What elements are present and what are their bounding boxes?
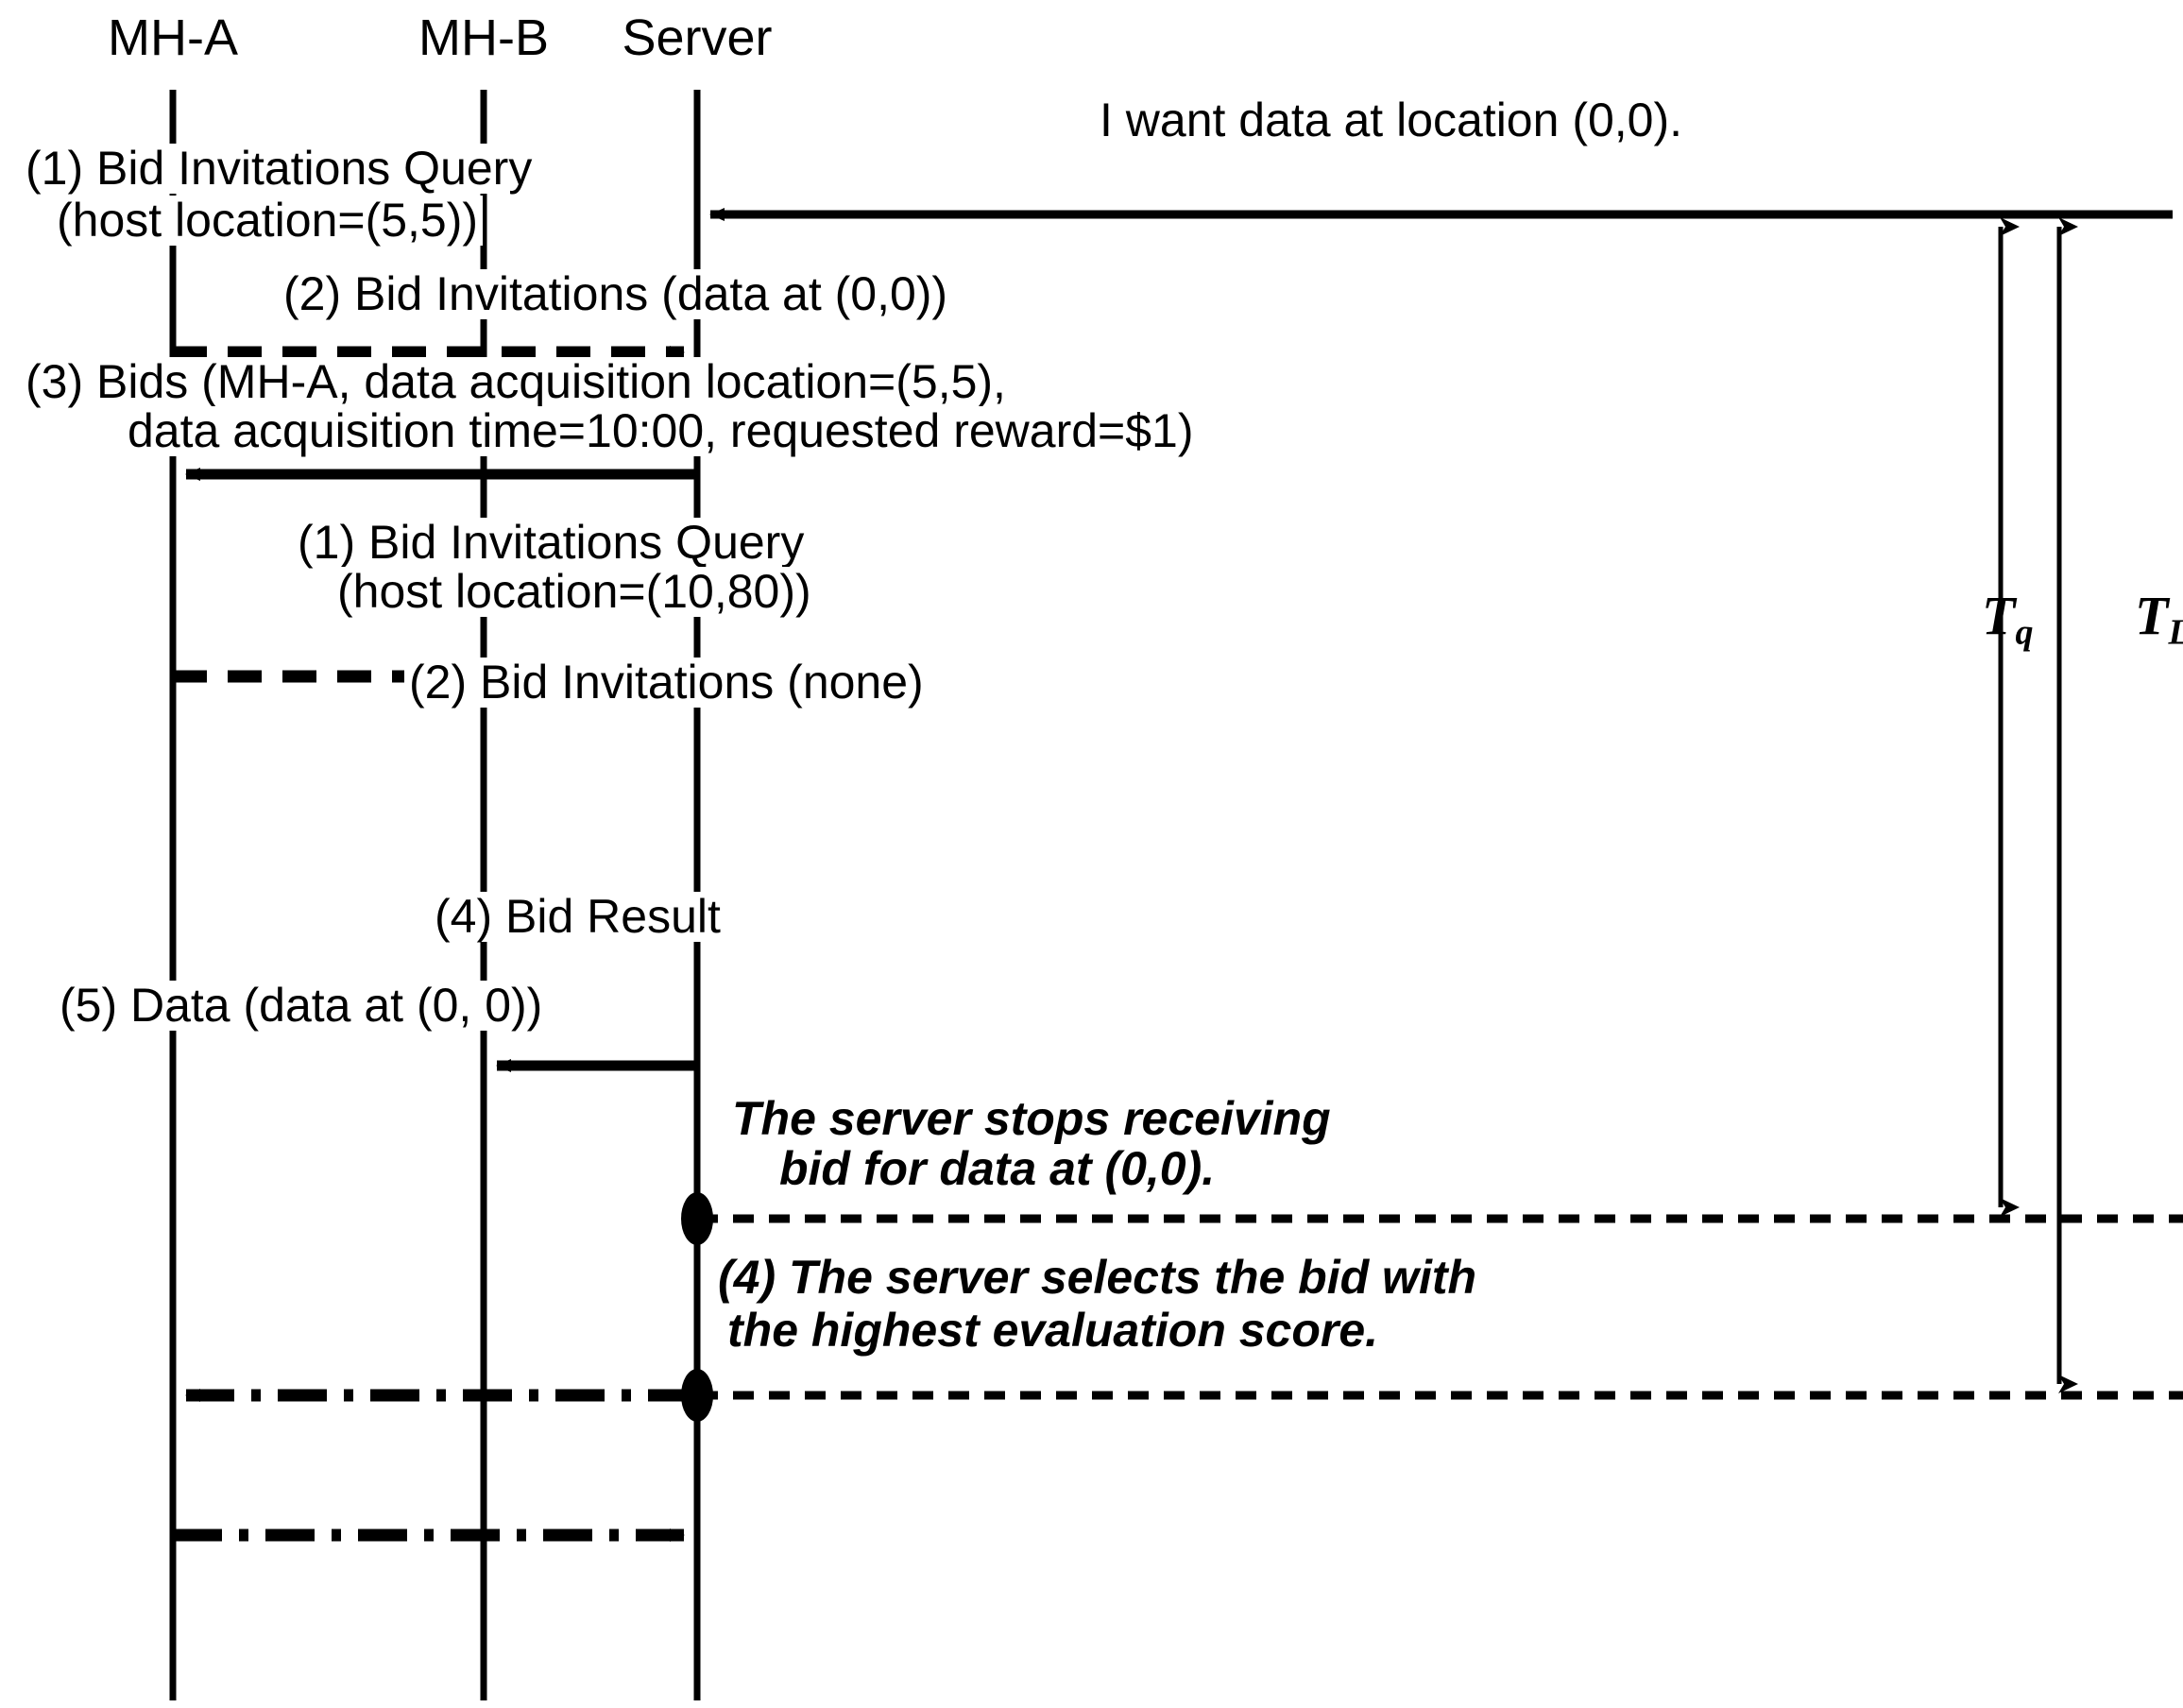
message-label-bids-line2: data acquisition time=10:00, requested r… (123, 406, 1199, 456)
lifeline-header-mha: MH-A (108, 9, 238, 66)
event-marker-stop-receiving (681, 1192, 713, 1245)
event-marker-select-bid (681, 1369, 713, 1422)
timing-label-tq-main: T (1982, 585, 2016, 647)
note-stop-receiving-line1: The server stops receiving (727, 1094, 1336, 1144)
message-label-bid-invitations-query-b-line1: (1) Bid Invitations Query (293, 518, 810, 568)
timing-label-tq-sub: q (2015, 613, 2034, 654)
note-select-bid-line2: the highest evaluation score. (723, 1306, 1384, 1356)
timing-label-tl-main: T (2135, 585, 2169, 647)
message-label-bid-invitations-query-a-line2: (host location=(5,5)) (52, 196, 484, 246)
note-stop-receiving-line2: bid for data at (0,0). (775, 1144, 1220, 1194)
message-label-bid-invitations-a: (2) Bid Invitations (data at (0,0)) (279, 269, 953, 319)
lifeline-header-server: Server (622, 9, 773, 66)
timing-label-tq: Tq (1927, 529, 2033, 710)
message-label-bid-result: (4) Bid Result (430, 892, 725, 942)
message-label-bids-line1: (3) Bids (MH-A, data acquisition locatio… (21, 357, 1011, 407)
message-label-bid-invitations-none: (2) Bid Invitations (none) (404, 658, 929, 708)
note-select-bid-line1: (4) The server selects the bid with (713, 1253, 1482, 1303)
message-label-data: (5) Data (data at (0, 0)) (55, 981, 548, 1031)
timing-label-tl-sub: L (2168, 613, 2183, 653)
message-label-bid-invitations-query-a-line1: (1) Bid Invitations Query (21, 144, 537, 194)
message-label-bid-invitations-query-b-line2: (host location=(10,80)) (333, 567, 816, 617)
lifeline-header-mhb: MH-B (418, 9, 549, 66)
message-label-request-data: I want data at location (0,0). (1094, 95, 1689, 145)
timing-label-tl: TL (2080, 529, 2183, 710)
